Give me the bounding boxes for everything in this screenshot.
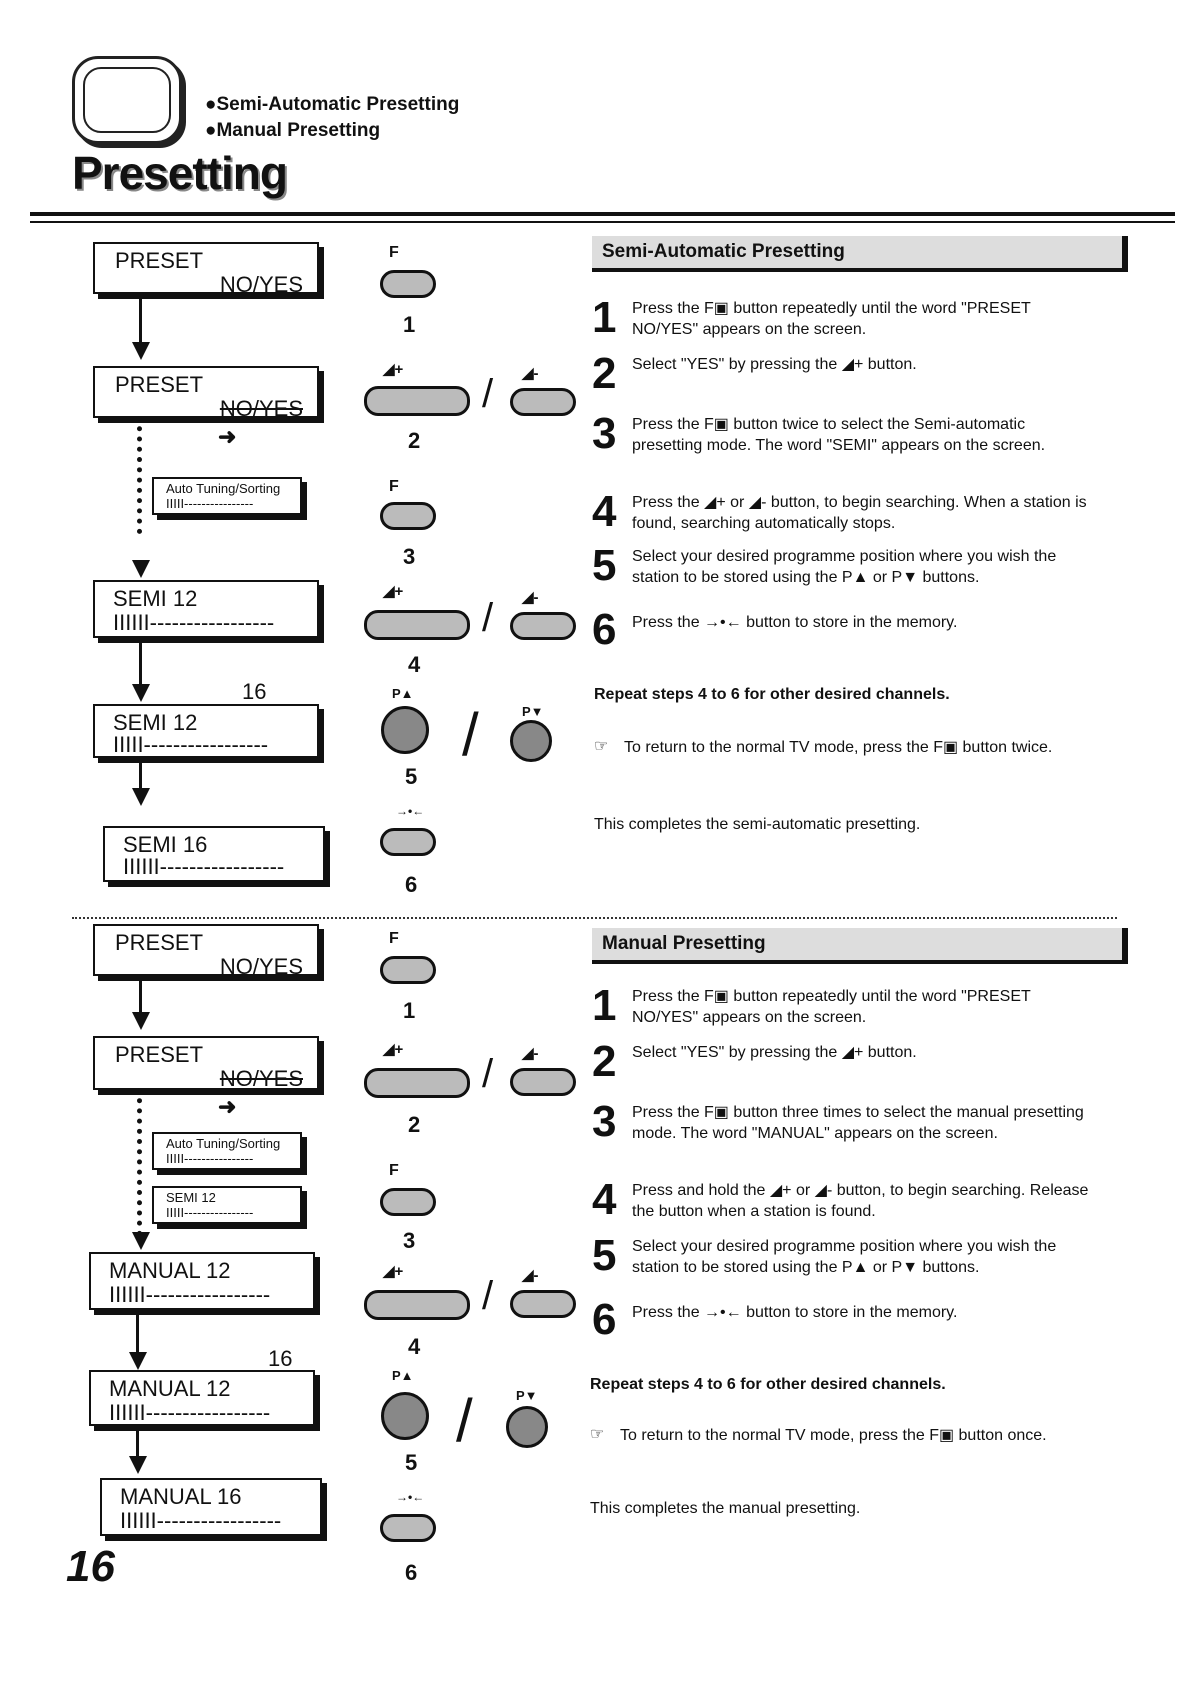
volume-plus-button[interactable] — [364, 1290, 470, 1320]
step-badge-3: 3 — [403, 544, 416, 569]
bullet-semi: Semi-Automatic Presetting — [205, 94, 459, 116]
manual-step-3: Press the F▣ button three times to selec… — [632, 1104, 1084, 1142]
manual-step-4: Press and hold the ◢+ or ◢- button, to b… — [632, 1182, 1089, 1220]
page-title: Presetting — [72, 147, 288, 199]
step-badge-1: 1 — [403, 312, 416, 337]
semi-step-3: Press the F▣ button twice to select the … — [632, 416, 1046, 454]
page-number: 16 — [66, 1542, 115, 1591]
store-label: →•← — [396, 804, 425, 818]
semi-step-1: Press the F▣ button repeatedly until the… — [632, 300, 1031, 338]
presetting-logo-icon — [72, 56, 182, 144]
plus-label: ◢+ — [383, 361, 404, 378]
p-up-label: P▲ — [392, 686, 414, 701]
title-rule-thin — [30, 221, 1175, 223]
manual-repeat: Repeat steps 4 to 6 for other desired ch… — [590, 1376, 946, 1393]
manual-step-5: Select your desired programme position w… — [632, 1238, 1057, 1276]
p-down-button[interactable] — [506, 1406, 548, 1448]
step-badge-4: 4 — [408, 652, 421, 677]
semi-repeat: Repeat steps 4 to 6 for other desired ch… — [594, 686, 950, 703]
volume-plus-button[interactable] — [364, 386, 470, 416]
semi-complete: This completes the semi-automatic preset… — [594, 816, 921, 833]
semi-heading: Semi-Automatic Presetting — [592, 236, 1128, 272]
step-badge-5: 5 — [405, 764, 418, 789]
f-button[interactable] — [380, 270, 436, 298]
step-badge-2: 2 — [408, 428, 421, 453]
manual-step-6: Press the →•← button to store in the mem… — [632, 1304, 958, 1321]
title-rule — [30, 212, 1175, 216]
semi-step-6: Press the →•← button to store in the mem… — [632, 614, 958, 631]
manual-complete: This completes the manual presetting. — [590, 1500, 861, 1517]
f-button[interactable] — [380, 1188, 436, 1216]
semi-note: To return to the normal TV mode, press t… — [624, 739, 1053, 756]
step-badge-6: 6 — [405, 872, 418, 897]
volume-plus-button[interactable] — [364, 610, 470, 640]
p-down-label: P▼ — [522, 704, 544, 719]
volume-plus-button[interactable] — [364, 1068, 470, 1098]
f-label: F — [389, 244, 399, 261]
manual-step-1: Press the F▣ button repeatedly until the… — [632, 988, 1031, 1026]
note-icon: ☞ — [594, 738, 609, 755]
f-button[interactable] — [380, 502, 436, 530]
p-down-button[interactable] — [510, 720, 552, 762]
f-button[interactable] — [380, 956, 436, 984]
semi-step-2: Select "YES" by pressing the ◢+ button. — [632, 356, 917, 373]
semi-step-5: Select your desired programme position w… — [632, 548, 1057, 586]
section-divider — [72, 917, 1117, 919]
note-icon: ☞ — [590, 1426, 605, 1443]
p-up-button[interactable] — [381, 1392, 429, 1440]
manual-step-2: Select "YES" by pressing the ◢+ button. — [632, 1044, 917, 1061]
minus-label: ◢- — [522, 365, 539, 382]
volume-minus-button[interactable] — [510, 612, 576, 640]
p-up-button[interactable] — [381, 706, 429, 754]
callout-16: 16 — [242, 679, 267, 704]
bullet-manual: Manual Presetting — [205, 120, 380, 142]
volume-minus-button[interactable] — [510, 388, 576, 416]
arrow-right-icon: ➜ — [218, 1094, 237, 1119]
callout-16: 16 — [268, 1346, 293, 1371]
arrow-right-icon: ➜ — [218, 424, 237, 449]
store-button[interactable] — [380, 1514, 436, 1542]
manual-note: To return to the normal TV mode, press t… — [620, 1427, 1047, 1444]
volume-minus-button[interactable] — [510, 1068, 576, 1096]
volume-minus-button[interactable] — [510, 1290, 576, 1318]
store-button[interactable] — [380, 828, 436, 856]
semi-step-4: Press the ◢+ or ◢- button, to begin sear… — [632, 494, 1087, 532]
manual-heading: Manual Presetting — [592, 928, 1128, 964]
